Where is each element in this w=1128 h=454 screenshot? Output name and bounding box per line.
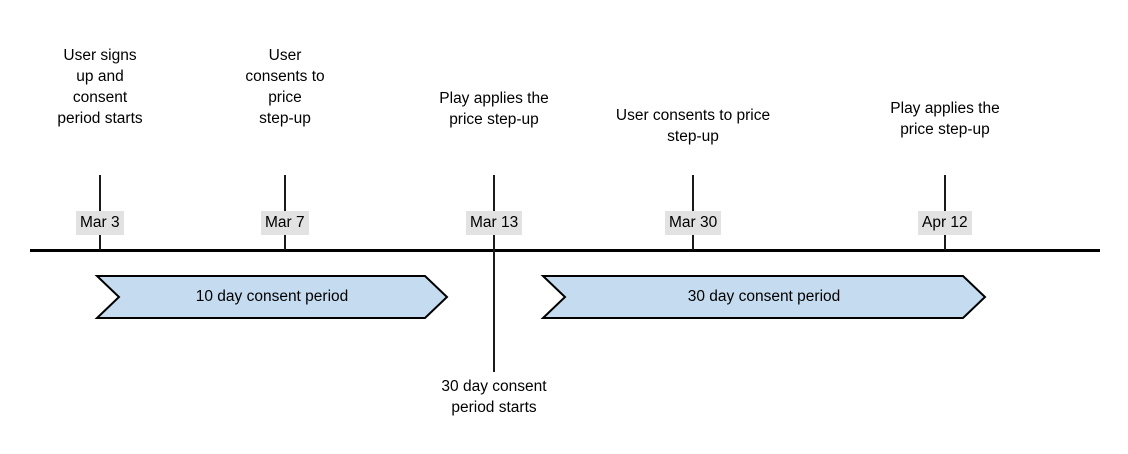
event-caption: User consents to price step-up <box>245 47 325 127</box>
event-tick-line-below <box>493 250 495 372</box>
date-chip: Apr 12 <box>918 211 972 235</box>
banner-svg <box>94 275 449 319</box>
event-caption: User signs up and consent period starts <box>57 47 143 127</box>
date-chip: Mar 13 <box>466 211 523 235</box>
event-caption-below: 30 day consent period starts <box>441 378 547 416</box>
timeline-axis <box>30 249 1100 252</box>
date-chip: Mar 3 <box>76 211 124 235</box>
date-chip: Mar 7 <box>261 211 309 235</box>
event-caption: Play applies the price step-up <box>890 100 1000 138</box>
banner-chevron-shape <box>540 275 987 319</box>
banner-svg <box>540 275 987 319</box>
date-chip: Mar 30 <box>665 211 722 235</box>
event-caption: Play applies the price step-up <box>439 90 549 128</box>
event-caption: User consents to price step-up <box>615 107 771 145</box>
consent-period-banner[interactable]: 10 day consent period <box>94 275 449 319</box>
banner-chevron-shape <box>94 275 449 319</box>
consent-period-banner[interactable]: 30 day consent period <box>540 275 987 319</box>
